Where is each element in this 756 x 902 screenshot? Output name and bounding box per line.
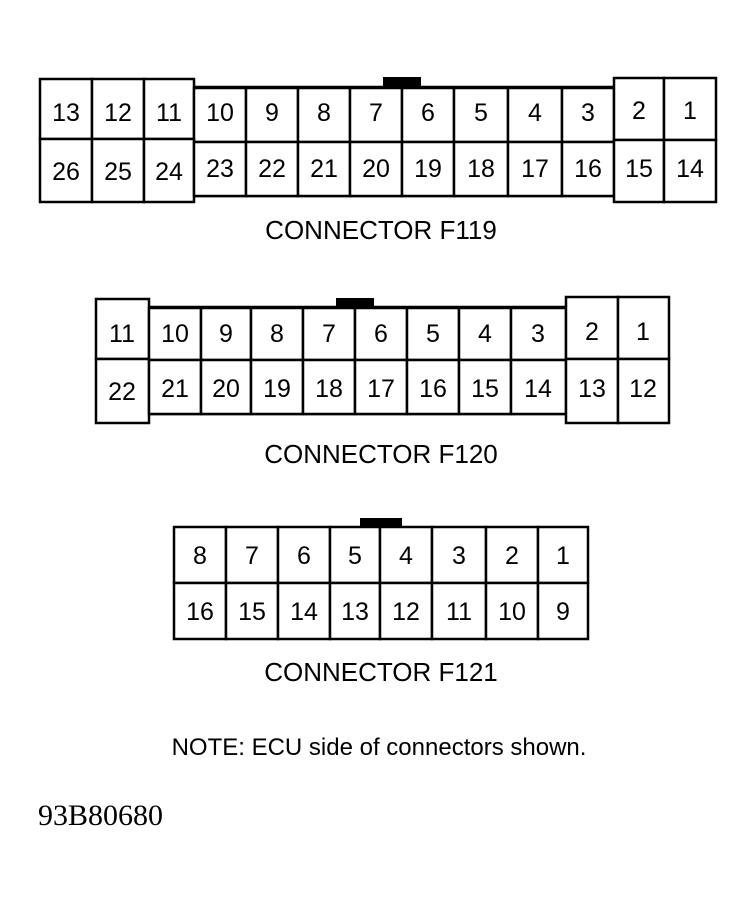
pin-label: 8 bbox=[270, 320, 284, 348]
pin-label: 9 bbox=[219, 320, 233, 348]
connector-caption: CONNECTOR F119 bbox=[265, 215, 497, 245]
pin-label: 21 bbox=[161, 375, 189, 403]
pin-label: 4 bbox=[478, 320, 492, 348]
pin-label: 9 bbox=[556, 598, 570, 626]
pin-label: 2 bbox=[632, 97, 646, 125]
connector-f121: 8 7 6 5 4 3 2 1 16 15 14 13 12 11 10 9 bbox=[172, 518, 590, 687]
pin-label: 6 bbox=[297, 542, 311, 570]
pin-label: 22 bbox=[258, 155, 286, 183]
pin-label: 9 bbox=[265, 99, 279, 127]
pin-label: 6 bbox=[374, 320, 388, 348]
pin-label: 20 bbox=[212, 375, 240, 403]
connector-f119: 13 12 11 10 9 8 7 6 5 4 3 2 1 bbox=[38, 76, 718, 245]
pin-label: 5 bbox=[348, 542, 362, 570]
locking-tab bbox=[336, 298, 374, 308]
pin-label: 14 bbox=[676, 155, 704, 183]
pin-label: 18 bbox=[315, 375, 343, 403]
pin-label: 13 bbox=[52, 99, 80, 127]
connector-f120: 11 10 9 8 7 6 5 4 3 2 1 22 21 20 bbox=[94, 295, 671, 469]
pin-label: 15 bbox=[471, 375, 499, 403]
pin-label: 6 bbox=[421, 99, 435, 127]
pin-label: 12 bbox=[104, 99, 132, 127]
pin-label: 10 bbox=[206, 99, 234, 127]
pin-label: 23 bbox=[206, 155, 234, 183]
pin-label: 12 bbox=[629, 375, 657, 403]
pin-label: 26 bbox=[52, 158, 80, 186]
pin-row-top: 8 7 6 5 4 3 2 1 bbox=[172, 525, 590, 585]
pin-label: 5 bbox=[474, 99, 488, 127]
pin-label: 3 bbox=[581, 99, 595, 127]
connector-caption: CONNECTOR F121 bbox=[264, 657, 498, 687]
pin-label: 15 bbox=[238, 598, 266, 626]
connector-caption: CONNECTOR F120 bbox=[264, 439, 498, 469]
pin-label: 11 bbox=[446, 598, 472, 626]
pin-label: 19 bbox=[263, 375, 291, 403]
pin-label: 17 bbox=[521, 155, 549, 183]
pin-row-top: 13 12 11 10 9 8 7 6 5 4 3 2 1 bbox=[38, 76, 718, 144]
pin-label: 19 bbox=[414, 155, 442, 183]
pin-label: 8 bbox=[317, 99, 331, 127]
pin-label: 2 bbox=[585, 318, 599, 346]
pin-label: 17 bbox=[367, 375, 395, 403]
pin-label: 12 bbox=[392, 598, 420, 626]
pin-label: 22 bbox=[108, 378, 136, 406]
pin-label: 1 bbox=[683, 97, 697, 125]
pin-label: 14 bbox=[290, 598, 318, 626]
pin-label: 10 bbox=[161, 320, 189, 348]
pin-label: 1 bbox=[636, 318, 650, 346]
pin-label: 2 bbox=[505, 542, 519, 570]
pin-label: 20 bbox=[362, 155, 390, 183]
pin-label: 13 bbox=[341, 598, 369, 626]
pin-label: 3 bbox=[531, 320, 545, 348]
pin-label: 1 bbox=[556, 542, 570, 570]
pin-label: 18 bbox=[467, 155, 495, 183]
pin-label: 15 bbox=[625, 155, 653, 183]
pin-label: 24 bbox=[155, 158, 183, 186]
pin-label: 21 bbox=[310, 155, 338, 183]
pin-label: 13 bbox=[578, 375, 606, 403]
pin-label: 14 bbox=[524, 375, 552, 403]
figure-id: 93B80680 bbox=[38, 799, 163, 832]
locking-tab bbox=[383, 77, 421, 87]
pin-label: 11 bbox=[156, 99, 182, 127]
pin-label: 7 bbox=[369, 99, 383, 127]
pin-label: 4 bbox=[528, 99, 542, 127]
pin-label: 16 bbox=[574, 155, 602, 183]
pin-label: 3 bbox=[452, 542, 466, 570]
pin-label: 11 bbox=[109, 320, 135, 348]
pin-label: 7 bbox=[322, 320, 336, 348]
locking-tab bbox=[360, 518, 402, 528]
pin-label: 8 bbox=[193, 542, 207, 570]
pin-row-bottom: 16 15 14 13 12 11 10 9 bbox=[172, 581, 590, 641]
pin-label: 16 bbox=[186, 598, 214, 626]
note-text: NOTE: ECU side of connectors shown. bbox=[172, 734, 587, 761]
pin-row-bottom: 26 25 24 23 22 21 20 19 18 17 16 15 14 bbox=[38, 137, 718, 204]
pin-label: 10 bbox=[498, 598, 526, 626]
pin-label: 5 bbox=[426, 320, 440, 348]
pin-label: 25 bbox=[104, 158, 132, 186]
pin-label: 7 bbox=[245, 542, 259, 570]
pin-label: 4 bbox=[399, 542, 413, 570]
pin-row-top: 11 10 9 8 7 6 5 4 3 2 1 bbox=[94, 295, 671, 362]
pin-label: 16 bbox=[419, 375, 447, 403]
pin-row-bottom: 22 21 20 19 18 17 16 15 14 13 12 bbox=[94, 357, 671, 425]
